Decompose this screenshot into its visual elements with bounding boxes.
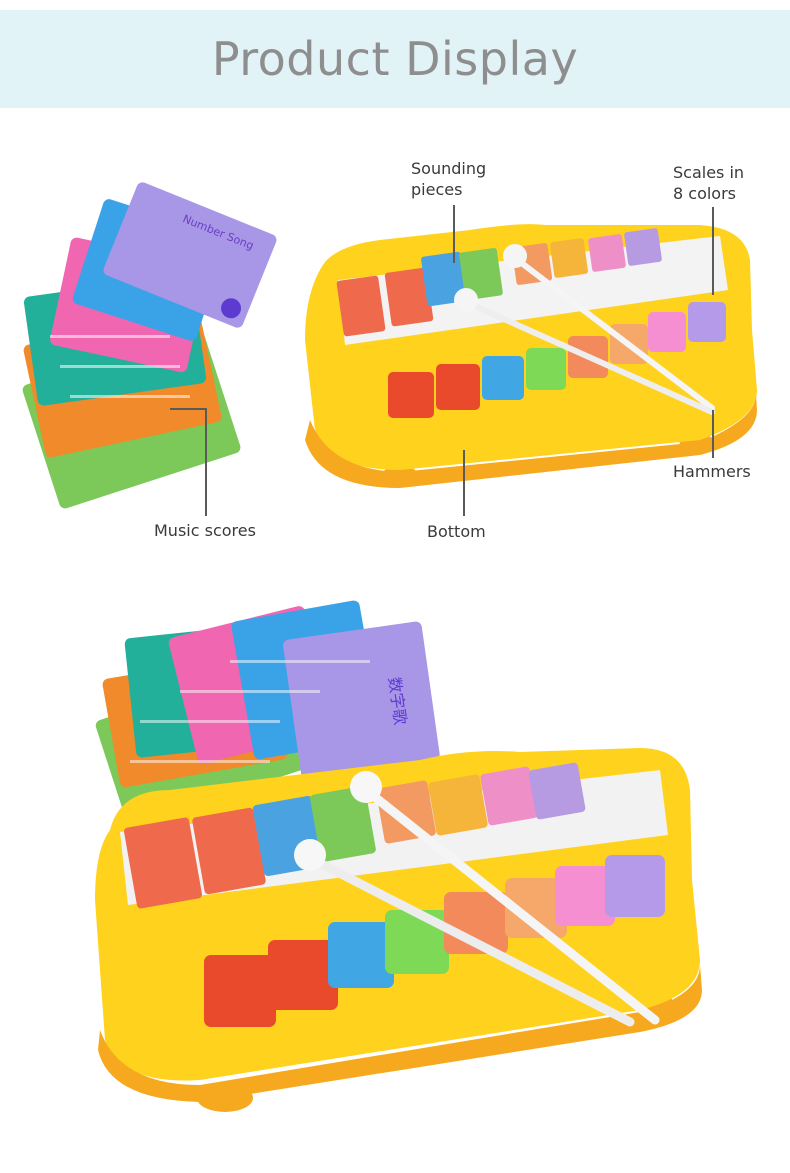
hammers-callout-line	[712, 410, 714, 458]
hammers-label: Hammers	[673, 462, 751, 481]
number-song-text: Number Song	[181, 212, 256, 252]
music-scores-label: Music scores	[154, 521, 256, 540]
scales-label-line2: 8 colors	[673, 184, 736, 203]
page-title: Product Display	[211, 32, 579, 86]
bottom-callout-line	[463, 450, 465, 516]
sounding-label-line1: Sounding	[411, 159, 487, 178]
bottom-label: Bottom	[427, 522, 486, 541]
scales-label: Scales in 8 colors	[673, 162, 744, 204]
scales-callout-line	[712, 207, 714, 295]
music-scores-callout-line-top	[170, 408, 206, 410]
scales-label-line1: Scales in	[673, 163, 745, 182]
header-banner: Product Display	[0, 10, 790, 108]
sounding-pieces-label: Sounding pieces	[411, 158, 486, 200]
music-scores-callout-line	[205, 408, 207, 516]
sounding-label-line2: pieces	[411, 180, 463, 199]
chinese-title-text: 数字歌	[385, 676, 410, 726]
sounding-callout-line	[453, 205, 455, 263]
